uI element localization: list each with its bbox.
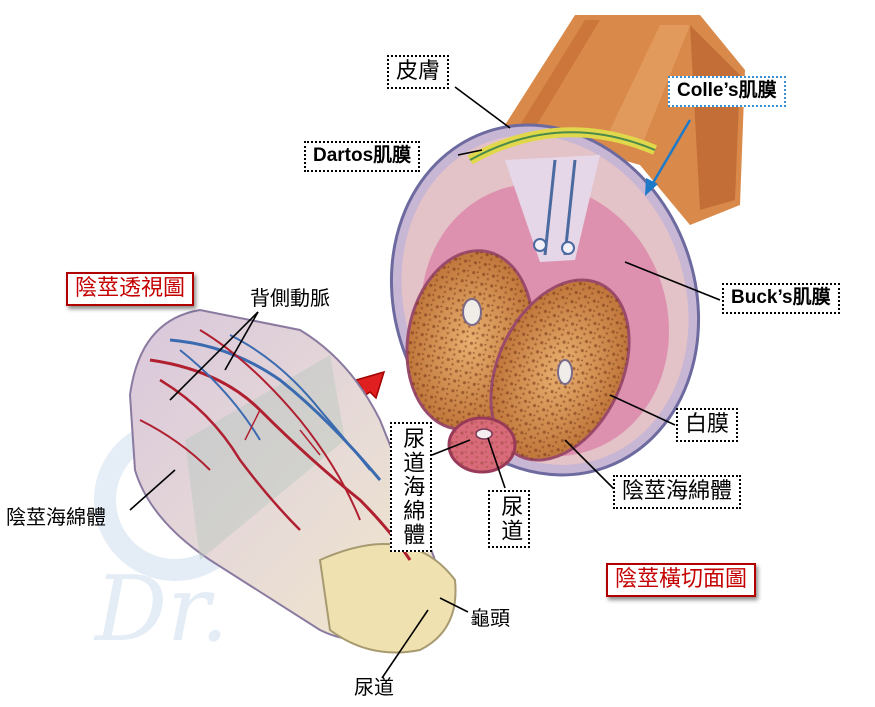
left-title: 陰莖透視圖 (66, 272, 195, 307)
label-urethra-perspective: 尿道 (354, 675, 394, 699)
label-skin: 皮膚 (387, 55, 450, 90)
label-urethra-section: 尿道 (488, 490, 531, 548)
colles-arrow (645, 119, 692, 196)
label-glans: 龜頭 (470, 606, 510, 630)
label-dorsal-artery: 背側動脈 (250, 286, 330, 310)
label-corpus-cavernosum-section: 陰莖海綿體 (613, 475, 742, 510)
skin-column (505, 15, 745, 225)
label-bucks-fascia: Buck’s肌膜 (722, 283, 840, 314)
cross-section (389, 123, 701, 477)
label-dartos-fascia: Dartos肌膜 (304, 141, 421, 172)
label-tunica-albuginea: 白膜 (676, 408, 739, 443)
svg-text:Dr.: Dr. (93, 557, 229, 662)
label-corpus-spongiosum: 尿道海綿體 (390, 422, 433, 552)
label-corpus-cavernosum-perspective: 陰莖海綿體 (6, 505, 106, 529)
label-colles-fascia: Colle’s肌膜 (668, 76, 786, 107)
right-title: 陰莖橫切面圖 (606, 563, 757, 598)
leader-lines (129, 86, 721, 679)
perspective-view (128, 308, 457, 654)
